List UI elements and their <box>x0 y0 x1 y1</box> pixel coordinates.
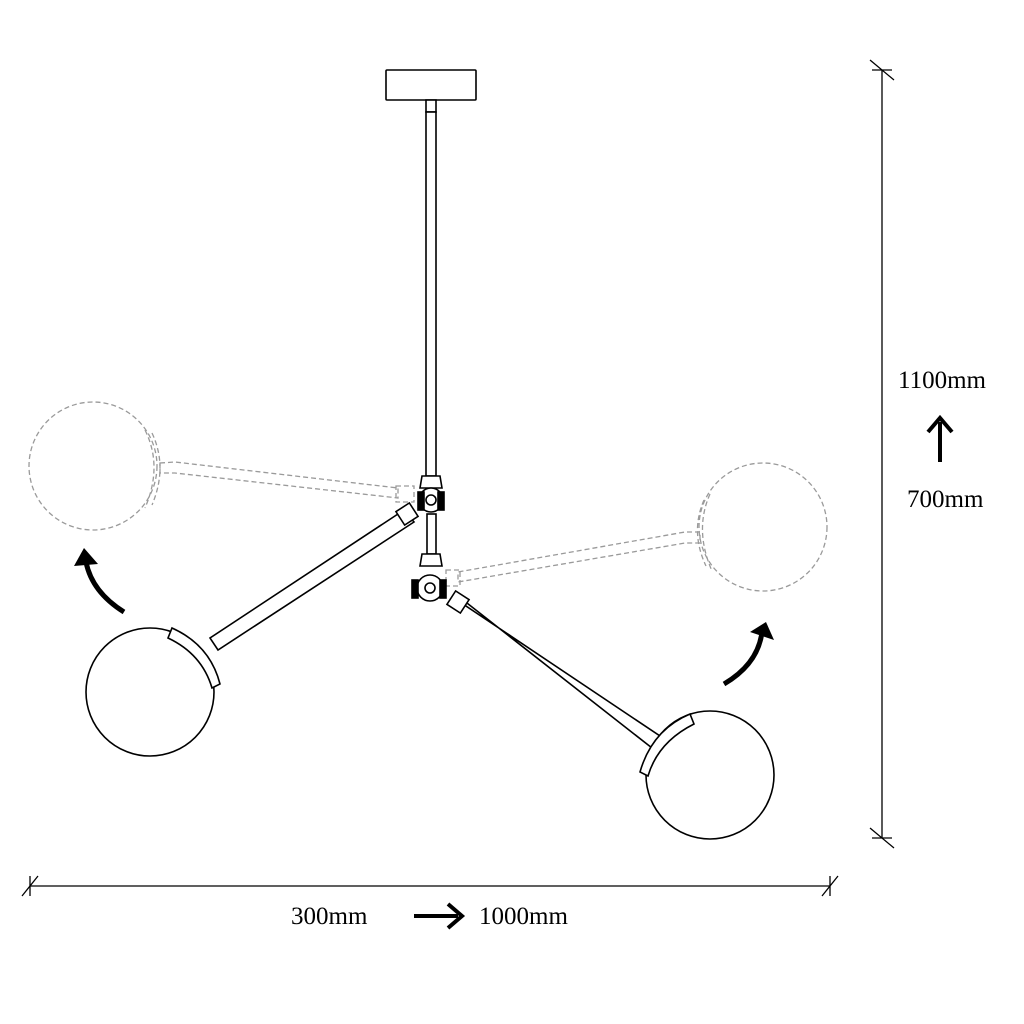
left-globe-cap <box>166 626 221 690</box>
lower-joint-block <box>411 579 419 599</box>
connector-rod <box>426 513 437 555</box>
height-max-label: 1100mm <box>898 367 986 394</box>
right-rotation-arrowhead <box>750 622 774 640</box>
height-up-arrowhead <box>926 414 954 434</box>
lamp-solid-group <box>85 69 775 840</box>
canopy-collar <box>425 99 437 113</box>
right-arm-joint <box>445 589 471 615</box>
lower-knuckle-collar <box>419 553 443 567</box>
dimension-lines <box>21 59 895 897</box>
left-rotation-arrow <box>83 561 126 615</box>
alt-right-arm-joint <box>445 569 461 587</box>
right-globe-cap <box>639 712 696 778</box>
upper-joint-pin <box>425 494 437 506</box>
height-min-label: 700mm <box>907 486 984 513</box>
right-rotation-arrow <box>722 631 765 687</box>
alt-left-arm <box>159 461 399 499</box>
upper-joint-block-r <box>437 491 445 511</box>
width-right-arrowhead <box>446 902 466 930</box>
left-arm-joint <box>394 501 420 527</box>
width-max-label: 1000mm <box>479 903 568 930</box>
width-min-label: 300mm <box>291 903 368 930</box>
upper-knuckle-collar <box>419 475 443 489</box>
left-rotation-arrowhead <box>74 548 98 566</box>
right-arm <box>457 595 662 750</box>
alt-left-globe-cap <box>144 429 161 509</box>
alternate-position-group <box>28 401 828 592</box>
ceiling-canopy <box>385 69 477 101</box>
lower-joint-pin <box>424 582 436 594</box>
upper-joint-block <box>417 491 425 511</box>
left-arm <box>208 508 416 652</box>
alt-right-globe <box>698 462 828 592</box>
lower-joint-block-r <box>439 579 447 599</box>
main-rod <box>425 111 437 477</box>
alt-right-arm <box>457 531 701 583</box>
left-globe <box>85 627 215 757</box>
adjust-arrows <box>414 414 954 930</box>
rotation-arrows <box>74 548 774 687</box>
alt-left-arm-joint <box>395 485 415 503</box>
alt-left-globe <box>28 401 158 531</box>
